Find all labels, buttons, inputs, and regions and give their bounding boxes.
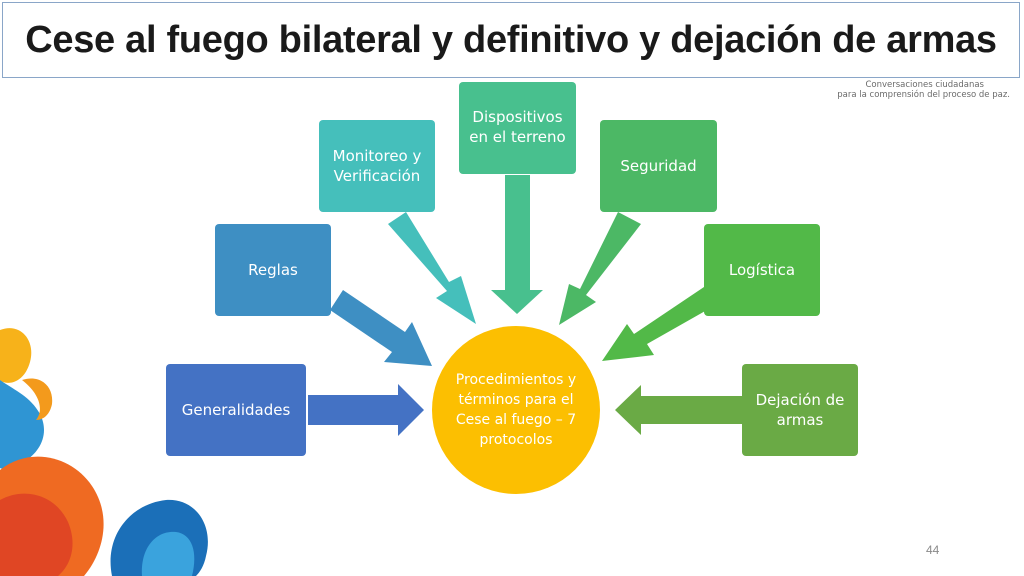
arrow-generalidades: [308, 384, 424, 436]
brand-caption: Conversaciones ciudadanas para la compre…: [837, 80, 1010, 100]
brand-line-2: para la comprensión del proceso de paz.: [837, 90, 1010, 100]
arrow-reglas: [330, 290, 432, 366]
arrow-seguridad: [559, 212, 641, 325]
arrow-dejacion: [615, 385, 742, 435]
node-dejacion: Dejación de armas: [742, 364, 858, 456]
node-reglas: Reglas: [215, 224, 331, 316]
node-reglas-label: Reglas: [248, 261, 298, 279]
node-logistica: Logística: [704, 224, 820, 316]
arrow-logistica: [602, 287, 714, 361]
node-generalidades-label: Generalidades: [181, 401, 291, 419]
node-generalidades: Generalidades: [166, 364, 306, 456]
node-dispositivos: Dispositivos en el terreno: [459, 82, 576, 174]
node-monitoreo: Monitoreo y Verificación: [319, 120, 435, 212]
brand-line-1: Conversaciones ciudadanas: [865, 80, 984, 90]
slide-number: 44: [926, 543, 940, 557]
node-dejacion-label: Dejación de armas: [755, 391, 845, 429]
title-box: Cese al fuego bilateral y definitivo y d…: [2, 2, 1020, 78]
node-seguridad: Seguridad: [600, 120, 717, 212]
slide-title: Cese al fuego bilateral y definitivo y d…: [25, 18, 997, 61]
node-monitoreo-label: Monitoreo y Verificación: [332, 147, 422, 185]
arrow-monitoreo: [388, 212, 476, 324]
decorative-swirl: [0, 328, 208, 576]
node-logistica-label: Logística: [728, 261, 796, 279]
center-hub-label: Procedimientos y términos para el Cese a…: [455, 372, 577, 448]
node-seguridad-label: Seguridad: [620, 157, 697, 175]
node-dispositivos-label: Dispositivos en el terreno: [469, 108, 566, 146]
arrow-dispositivos: [491, 175, 543, 314]
center-hub: Procedimientos y términos para el Cese a…: [432, 326, 600, 494]
